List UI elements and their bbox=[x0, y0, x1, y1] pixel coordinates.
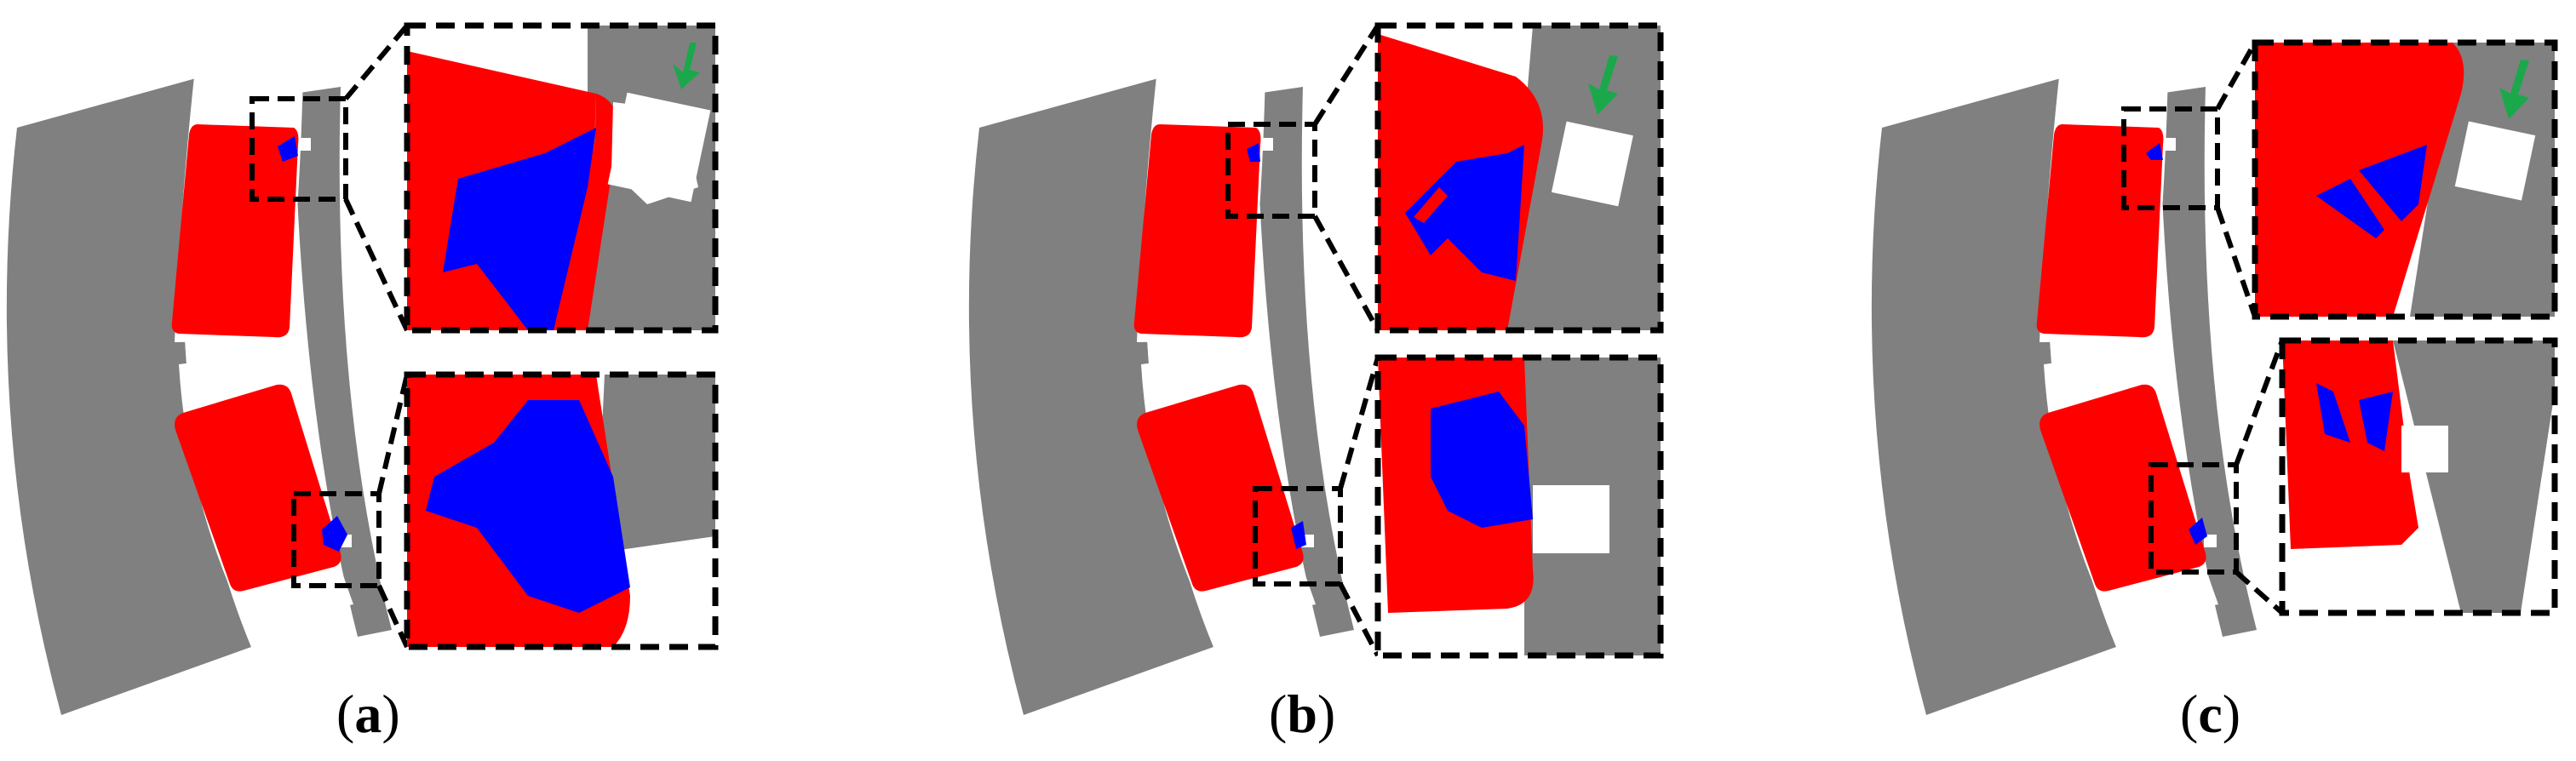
selection-box-top bbox=[1225, 122, 1317, 219]
zoom-inset-top bbox=[1374, 22, 1664, 334]
zoom-inset-top bbox=[404, 22, 719, 334]
arrow-icon bbox=[673, 43, 700, 89]
panel-b: (b) bbox=[968, 22, 1664, 744]
map-view-a bbox=[6, 64, 393, 715]
selection-box-bottom bbox=[291, 491, 382, 588]
panel-label-a: (a) bbox=[336, 684, 400, 744]
zoom-inset-bottom bbox=[2279, 337, 2558, 616]
panel-a: (a) bbox=[6, 22, 719, 744]
map-view-b bbox=[968, 64, 1354, 715]
selection-box-top bbox=[2121, 106, 2220, 210]
selection-box-top bbox=[250, 96, 348, 202]
zoom-inset-top bbox=[2252, 39, 2558, 320]
selection-box-bottom bbox=[1253, 486, 1343, 586]
panel-label-c: (c) bbox=[2180, 684, 2240, 744]
zoom-inset-bottom bbox=[1374, 354, 1664, 659]
map-view-c bbox=[1871, 64, 2257, 715]
zoom-inset-bottom bbox=[404, 371, 719, 650]
panel-label-b: (b) bbox=[1269, 684, 1335, 744]
arrow-icon bbox=[2499, 60, 2529, 119]
arrow-icon bbox=[1588, 55, 1618, 115]
selection-box-bottom bbox=[2149, 462, 2239, 575]
panel-c: (c) bbox=[1871, 39, 2558, 744]
